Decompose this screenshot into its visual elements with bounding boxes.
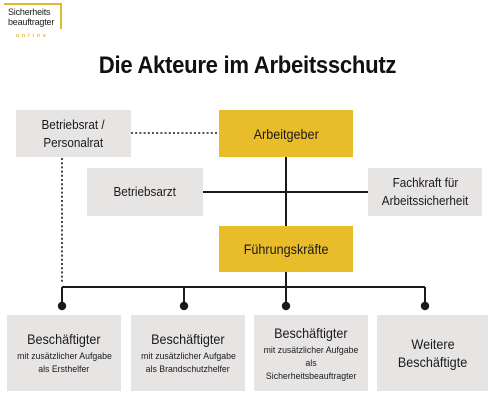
node-dot-2 [179, 301, 189, 311]
node-bottom-1-sub2: als Ersthelfer [38, 364, 90, 375]
node-fuehrungskraefte: Führungskräfte [219, 226, 353, 272]
logo-accent-top [4, 3, 62, 5]
node-arbeitgeber: Arbeitgeber [219, 110, 353, 157]
node-dot-4 [420, 301, 430, 311]
node-bottom-2-sub2: als Brandschutzhelfer [145, 364, 231, 375]
node-bottom-4-sub1: Beschäftigte [397, 354, 468, 370]
node-bottom-3-title: Beschäftigter [274, 324, 348, 341]
node-bottom-3-sub2: Sicherheitsbeauftragter [265, 370, 357, 382]
node-beschaeftigter-ersthelfer: Beschäftigter mit zusätzlicher Aufgabe a… [7, 315, 121, 391]
page-title: Die Akteure im Arbeitsschutz [98, 52, 397, 79]
node-weitere-beschaeftigte: Weitere Beschäftigte [377, 315, 488, 391]
node-arbeitgeber-label: Arbeitgeber [253, 125, 319, 142]
node-fachkraft-line1: Fachkraft für [392, 175, 458, 190]
node-betriebsarzt: Betriebsarzt [87, 168, 203, 216]
node-bottom-1-title: Beschäftigter [27, 331, 101, 347]
node-dot-1 [57, 301, 67, 311]
node-bottom-4-title: Weitere [410, 336, 455, 352]
logo-text-line1: Sicherheits [8, 7, 51, 17]
logo: Sicherheits beauftragter online [4, 3, 62, 41]
node-betriebsrat-line1: Betriebsrat / [41, 116, 106, 132]
logo-text-line2: beauftragter [8, 17, 55, 27]
node-betriebsarzt-label: Betriebsarzt [113, 184, 177, 199]
node-betriebsrat: Betriebsrat / Personalrat [16, 110, 131, 157]
logo-accent-right [60, 3, 62, 29]
logo-text-line3: online [16, 33, 49, 39]
node-bottom-3-sub1: mit zusätzlicher Aufgabe als [263, 344, 359, 369]
node-bottom-2-title: Beschäftigter [151, 331, 225, 347]
node-bottom-2-sub1: mit zusätzlicher Aufgabe [140, 351, 236, 362]
node-betriebsrat-line2: Personalrat [43, 134, 104, 150]
node-bottom-1-sub1: mit zusätzlicher Aufgabe [16, 351, 112, 362]
node-fuehrungskraefte-label: Führungskräfte [243, 241, 329, 257]
node-fachkraft-line2: Arbeitssicherheit [381, 193, 469, 208]
node-fachkraft: Fachkraft für Arbeitssicherheit [368, 168, 482, 216]
node-dot-3 [281, 301, 291, 311]
node-beschaeftigter-sicherheitsbeauftragter: Beschäftigter mit zusätzlicher Aufgabe a… [254, 315, 368, 391]
node-beschaeftigter-brandschutzhelfer: Beschäftigter mit zusätzlicher Aufgabe a… [131, 315, 245, 391]
